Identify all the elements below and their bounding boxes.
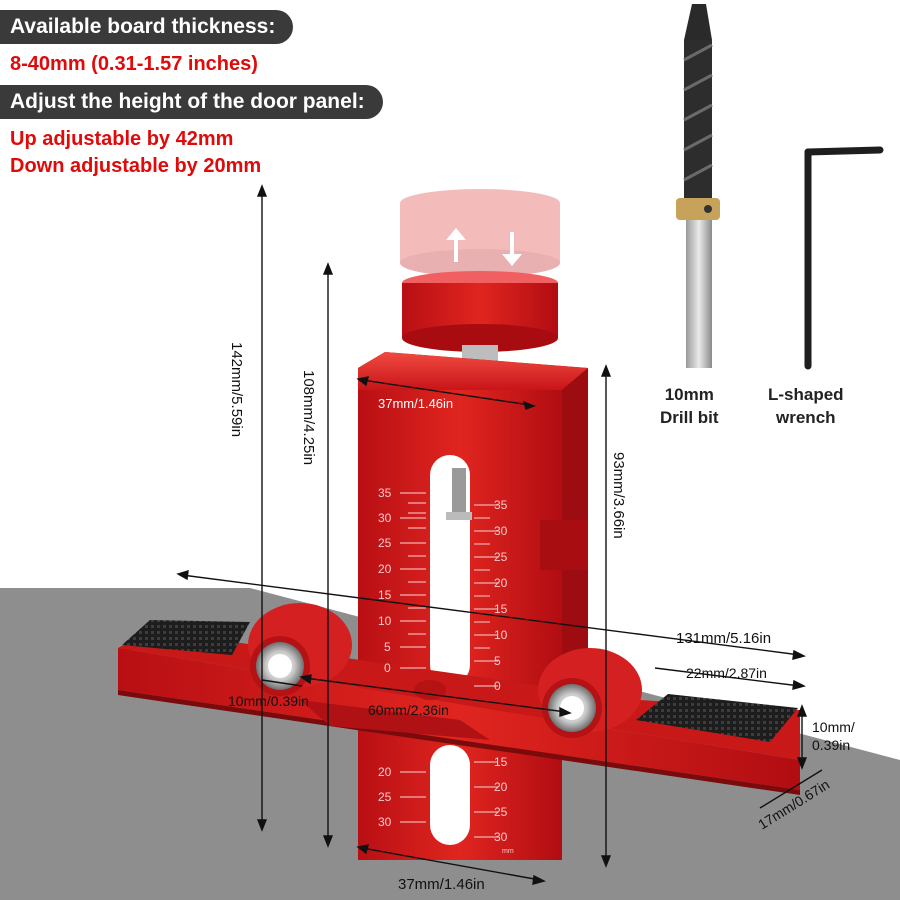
lower-left-tick-25: 25 xyxy=(378,790,392,804)
drill-bit-caption-line1: 10mm xyxy=(664,385,714,404)
right-tick-15: 15 xyxy=(494,602,508,616)
hole-diameter-label: 10mm/0.39in xyxy=(228,693,309,709)
left-bushing xyxy=(248,603,352,696)
left-tick-35: 35 xyxy=(378,486,392,500)
right-tick-35: 35 xyxy=(494,498,508,512)
ghost-knob xyxy=(400,189,560,277)
dimension-lines xyxy=(176,184,823,885)
left-tick-0: 0 xyxy=(384,661,391,675)
pad-height-label-line1: 10mm/ xyxy=(812,719,855,735)
right-height-label: 93mm/3.66in xyxy=(610,452,627,539)
right-tick-5: 5 xyxy=(494,654,501,668)
lower-right-tick-30: 30 xyxy=(494,830,508,844)
lower-right-tick-20: 20 xyxy=(494,780,508,794)
l-wrench-image xyxy=(804,146,884,370)
lower-left-tick-30: 30 xyxy=(378,815,392,829)
wrench-caption-line1: L-shaped xyxy=(768,385,844,404)
down-arrow-icon xyxy=(502,232,522,266)
total-height-label: 142mm/5.59in xyxy=(228,342,245,437)
right-tick-0: 0 xyxy=(494,679,501,693)
lower-left-tick-20: 20 xyxy=(378,765,392,779)
drill-bit-caption: 10mm Drill bit xyxy=(660,383,719,429)
drill-bit-image xyxy=(676,4,720,368)
up-adjust-text: Up adjustable by 42mm xyxy=(10,128,234,150)
right-tick-20: 20 xyxy=(494,576,508,590)
drill-bit-caption-line2: Drill bit xyxy=(660,408,719,427)
hole-spacing-label: 60mm/2.36in xyxy=(368,702,449,718)
thickness-title-pill: Available board thickness: xyxy=(0,10,294,44)
lower-right-tick-15: 15 xyxy=(494,755,508,769)
height-title-pill: Adjust the height of the door panel: xyxy=(0,85,383,119)
right-tick-25: 25 xyxy=(494,550,508,564)
left-tick-20: 20 xyxy=(378,562,392,576)
pad-length-label: 22mm/2.87in xyxy=(686,665,767,681)
adjust-knob xyxy=(402,271,558,365)
scale-unit: mm xyxy=(502,848,514,855)
bottom-width-label: 37mm/1.46in xyxy=(398,876,485,893)
right-tick-30: 30 xyxy=(494,524,508,538)
wrench-caption: L-shaped wrench xyxy=(768,383,844,429)
left-tick-15: 15 xyxy=(378,588,392,602)
thickness-value: 8-40mm (0.31-1.57 inches) xyxy=(10,53,258,75)
up-arrow-icon xyxy=(446,228,466,262)
left-tick-30: 30 xyxy=(378,511,392,525)
scale-ticks xyxy=(400,492,498,838)
left-tick-5: 5 xyxy=(384,640,391,654)
left-tick-10: 10 xyxy=(378,614,392,628)
top-width-label: 37mm/1.46in xyxy=(378,396,453,411)
inner-height-label: 108mm/4.25in xyxy=(300,370,317,465)
wrench-caption-line2: wrench xyxy=(776,408,836,427)
right-grip-pad xyxy=(636,694,798,742)
down-adjust-text: Down adjustable by 20mm xyxy=(10,155,262,177)
left-grip-pad xyxy=(122,620,250,655)
pad-height-label-line2: 0.39in xyxy=(812,737,850,753)
left-tick-25: 25 xyxy=(378,536,392,550)
right-tick-10: 10 xyxy=(494,628,508,642)
jig-body xyxy=(358,352,588,860)
total-length-label: 131mm/5.16in xyxy=(676,630,771,647)
scale-numbers: 35 30 25 20 15 10 5 0 35 30 25 20 15 10 … xyxy=(378,486,514,855)
lower-right-tick-25: 25 xyxy=(494,805,508,819)
